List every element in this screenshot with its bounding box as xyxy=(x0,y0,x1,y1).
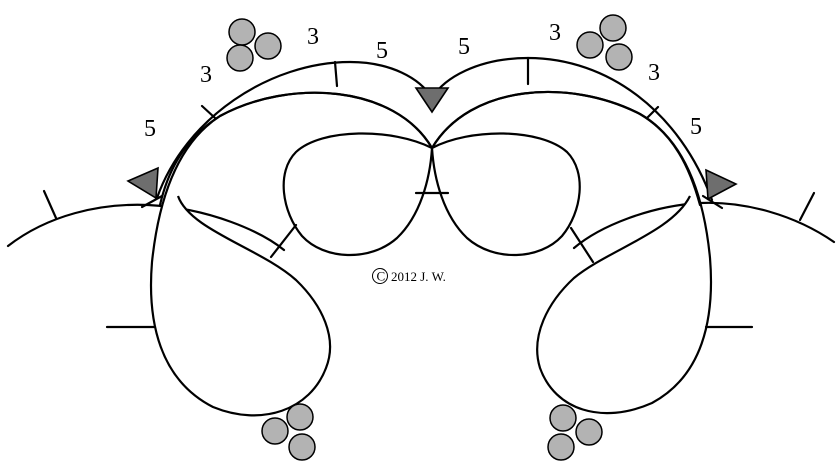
label-left-side-5: 5 xyxy=(144,116,156,142)
circle-cluster-top-right xyxy=(577,15,632,70)
copyright-symbol-letter: C xyxy=(377,269,386,284)
copyright-text: 2012 J. W. xyxy=(391,269,446,284)
center-right-lobe xyxy=(432,133,580,255)
label-left-outer-3: 3 xyxy=(200,62,212,88)
triangle-top-center xyxy=(416,88,448,112)
right-bulge-tick xyxy=(800,193,814,220)
triangle-right xyxy=(706,170,736,199)
left-bulge-tick xyxy=(44,191,56,218)
label-left-center-5: 5 xyxy=(376,38,388,64)
triangle-left xyxy=(128,168,158,198)
circle-cluster-top-left xyxy=(227,19,281,71)
center-left-lobe xyxy=(284,133,432,255)
left-ring-divider-2 xyxy=(335,62,337,86)
label-right-center-5: 5 xyxy=(458,34,470,60)
label-left-upper-3: 3 xyxy=(307,24,319,50)
center-left-spoke xyxy=(271,225,296,257)
label-right-side-5: 5 xyxy=(690,114,702,140)
left-side-bulge xyxy=(8,205,284,250)
center-right-spoke xyxy=(571,228,593,262)
label-right-outer-3: 3 xyxy=(648,60,660,86)
label-right-upper-3: 3 xyxy=(549,20,561,46)
copyright-notice: C 2012 J. W. xyxy=(373,269,446,285)
